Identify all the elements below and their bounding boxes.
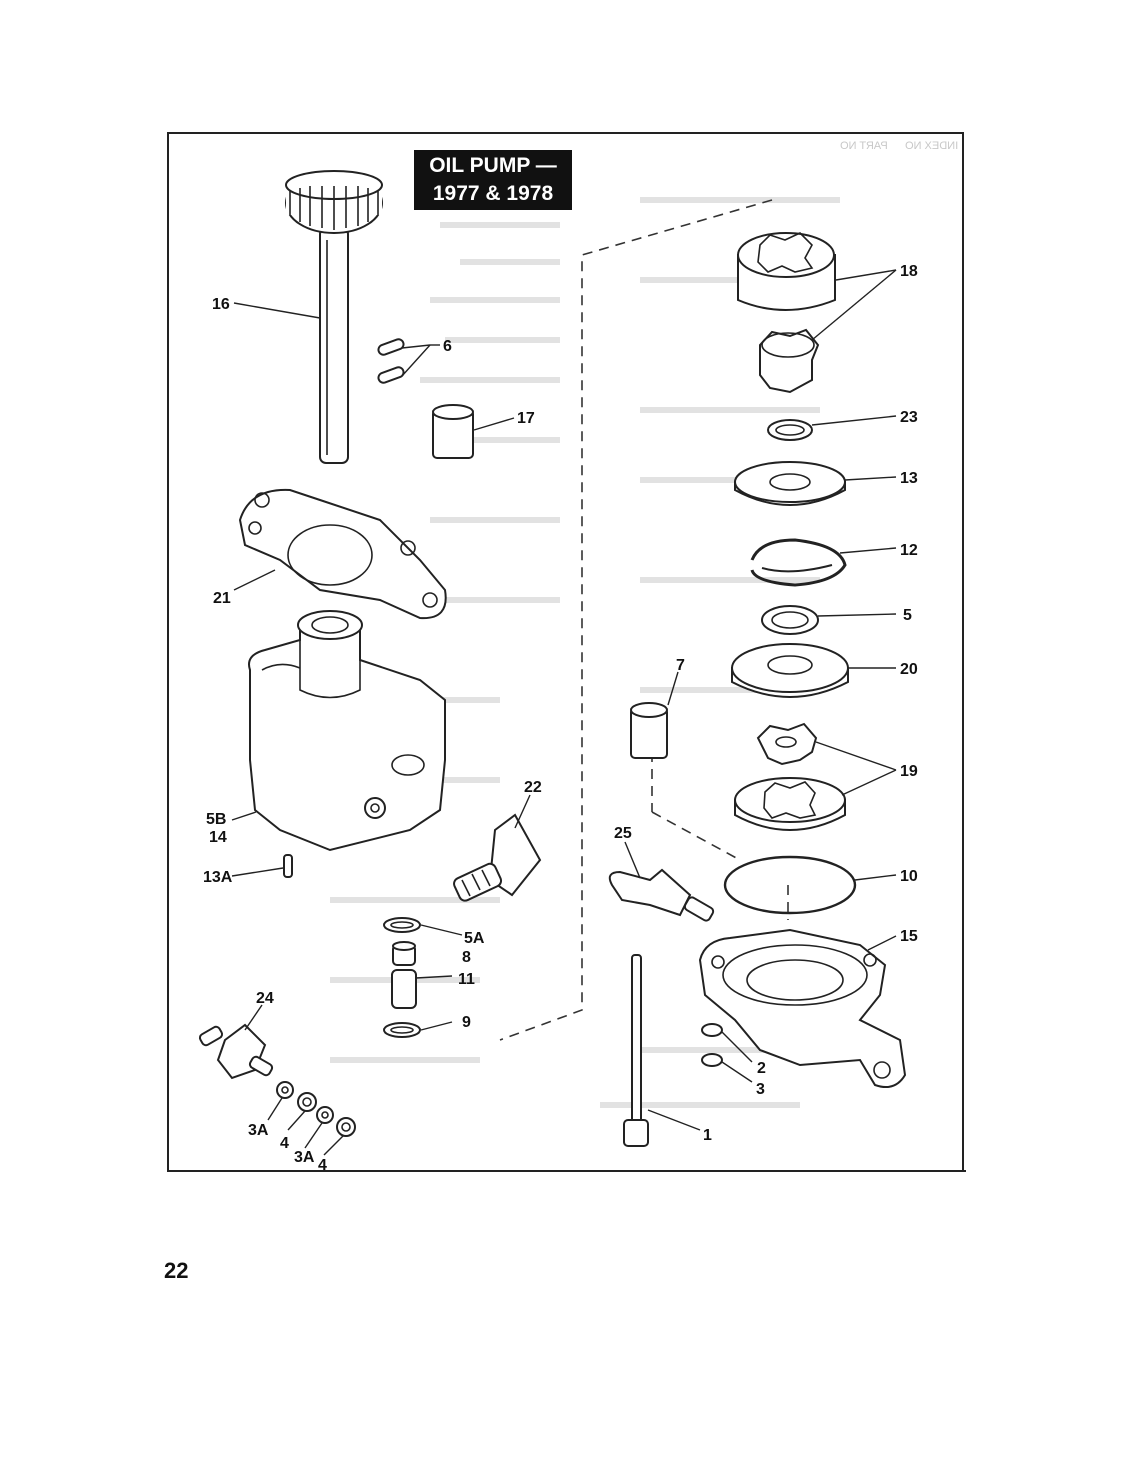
callout-6: 6 — [443, 338, 452, 355]
callout-3: 3 — [756, 1081, 765, 1098]
bushing-7 — [630, 671, 679, 759]
fitting-25 — [608, 841, 715, 922]
lock-ring-12 — [750, 538, 897, 587]
callout-10: 10 — [900, 868, 918, 885]
section-title-line-1: OIL PUMP — — [429, 154, 557, 177]
callout-13: 13 — [900, 470, 918, 487]
check-valve-parts — [383, 917, 463, 1038]
assembly-guide-line — [499, 199, 789, 1041]
gerotor-set-18 — [737, 232, 897, 394]
callout-9: 9 — [462, 1014, 471, 1031]
callout-14: 14 — [209, 829, 227, 846]
oil-seal-5 — [761, 605, 897, 635]
callout-25: 25 — [614, 825, 632, 842]
pins — [377, 338, 440, 384]
cover-plate-20 — [731, 643, 896, 698]
callout-21: 21 — [213, 590, 231, 607]
oil-pressure-switch-24 — [198, 1004, 274, 1080]
diagram-frame — [167, 132, 964, 1172]
bushing-17 — [432, 404, 515, 459]
dowel-13a — [231, 854, 293, 878]
cover-bolt-and-washers — [623, 954, 753, 1147]
section-title: OIL PUMP — 1977 & 1978 — [414, 150, 572, 210]
o-ring-10 — [723, 855, 897, 915]
callout-24: 24 — [256, 990, 274, 1007]
retaining-ring-23 — [767, 415, 897, 441]
callout-22: 22 — [524, 779, 542, 796]
gerotor-set-19 — [734, 722, 897, 831]
callout-13a: 13A — [203, 869, 233, 886]
elbow-fitting-22 — [453, 794, 542, 902]
callout-5a: 5A — [464, 930, 485, 947]
callout-19: 19 — [900, 763, 918, 780]
callout-15: 15 — [900, 928, 918, 945]
callout-11: 11 — [458, 971, 475, 988]
callout-18: 18 — [900, 263, 918, 280]
page-number: 22 — [164, 1258, 189, 1283]
section-title-line-2: 1977 & 1978 — [432, 182, 554, 205]
pump-cover-15 — [698, 928, 907, 1088]
nuts-and-washers — [267, 1081, 356, 1156]
callout-12: 12 — [900, 542, 918, 559]
callout-5: 5 — [903, 607, 912, 624]
callout-4-right: 4 — [318, 1157, 327, 1174]
callout-17: 17 — [517, 410, 535, 427]
callout-23: 23 — [900, 409, 918, 426]
frame-bottom-rule — [167, 1170, 966, 1172]
callout-16: 16 — [212, 296, 230, 313]
callout-8: 8 — [462, 949, 471, 966]
callout-3a-left: 3A — [248, 1122, 269, 1139]
callout-3a-right: 3A — [294, 1149, 315, 1166]
pump-body — [231, 610, 446, 852]
bleed-through-text — [330, 197, 840, 1108]
callout-5b: 5B — [206, 811, 226, 828]
callout-1: 1 — [703, 1127, 712, 1144]
drive-gear-shaft — [233, 170, 383, 464]
callout-7: 7 — [676, 657, 685, 674]
callout-20: 20 — [900, 661, 918, 678]
washer-13 — [734, 461, 897, 506]
callout-2: 2 — [757, 1060, 766, 1077]
callout-labels: 1 2 3 3A 3A 4 4 5 5A 5B 6 7 8 9 10 11 12… — [203, 263, 918, 1174]
callout-4-left: 4 — [280, 1135, 289, 1152]
gasket-21 — [233, 488, 447, 620]
